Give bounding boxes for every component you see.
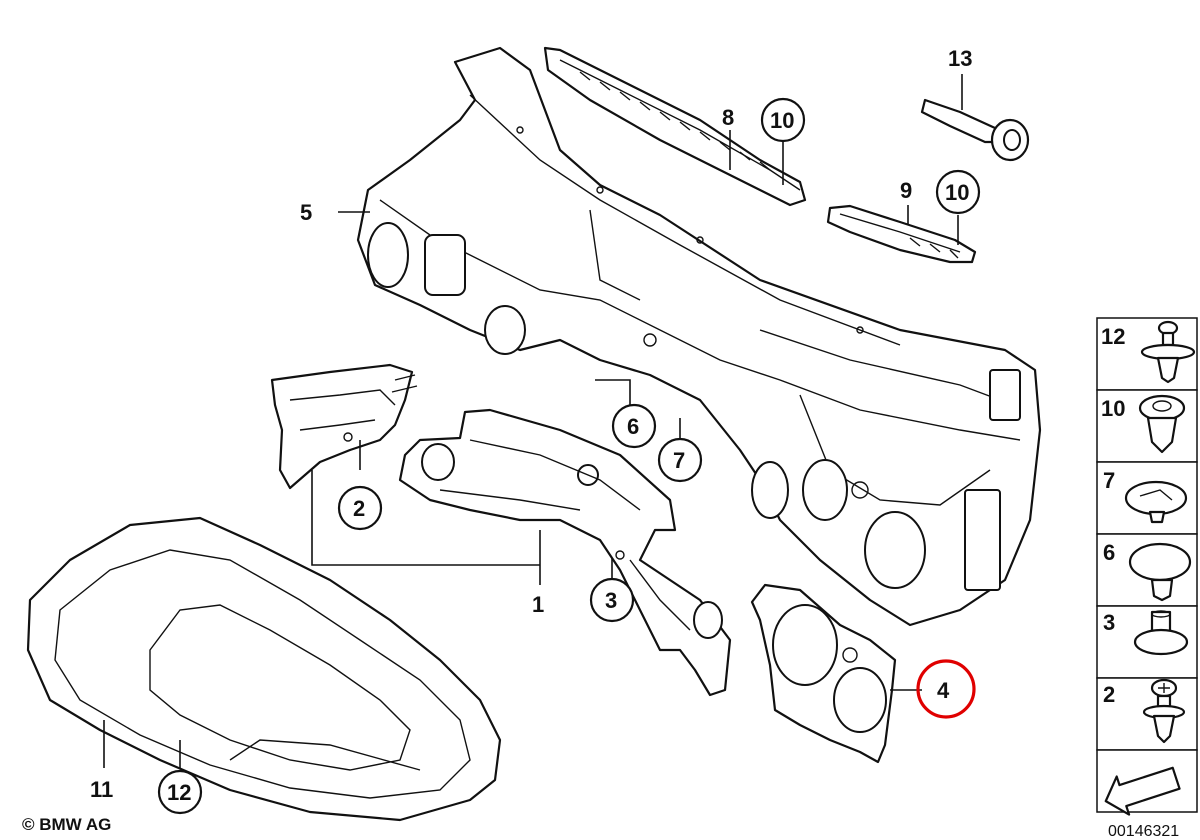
- legend-item-7: 7: [1103, 468, 1188, 524]
- callout-10b: 10: [935, 169, 981, 215]
- expansion-nut-icon: [1138, 394, 1186, 454]
- svg-text:2: 2: [1103, 682, 1115, 707]
- callout-4-highlighted: 4: [916, 659, 976, 719]
- callout-10a: 10: [760, 97, 806, 143]
- part-4-insulation[interactable]: [750, 583, 897, 764]
- flat-clip-icon: [1124, 480, 1188, 524]
- svg-text:9: 9: [900, 178, 912, 203]
- part-8-seal-strip[interactable]: [543, 46, 807, 207]
- legend-item-10: 10: [1101, 394, 1186, 454]
- svg-text:2: 2: [353, 496, 365, 521]
- legend-item-6: 6: [1103, 540, 1192, 602]
- callout-1: 1: [532, 592, 544, 617]
- part-5-bulkhead[interactable]: [356, 46, 1042, 627]
- part-1-insulation[interactable]: [398, 408, 732, 697]
- legend-item-2: 2: [1103, 678, 1186, 744]
- svg-text:13: 13: [948, 46, 972, 71]
- callout-9: 9: [900, 178, 912, 203]
- diagram-number: 00146321: [1108, 823, 1179, 840]
- callout-6: 6: [611, 403, 657, 449]
- svg-text:11: 11: [90, 777, 113, 802]
- svg-text:7: 7: [1103, 468, 1115, 493]
- svg-text:10: 10: [945, 180, 969, 205]
- callout-13: 13: [948, 46, 972, 71]
- callout-7: 7: [657, 437, 703, 483]
- callout-2: 2: [337, 485, 383, 531]
- svg-text:12: 12: [1101, 324, 1125, 349]
- legend-item-12: 12: [1101, 320, 1196, 384]
- callout-3: 3: [589, 577, 635, 623]
- direction-arrow-icon: [1104, 766, 1181, 816]
- push-rivet-icon: [1133, 610, 1189, 656]
- copyright-text: © BMW AG: [22, 815, 111, 834]
- screw-clip-icon: [1140, 320, 1196, 384]
- svg-text:6: 6: [1103, 540, 1115, 565]
- part-13-tape-roll[interactable]: [920, 98, 1030, 162]
- svg-text:10: 10: [770, 108, 794, 133]
- svg-text:3: 3: [1103, 610, 1115, 635]
- part-2-insulation[interactable]: [270, 363, 418, 490]
- screw-rivet-icon: [1142, 678, 1186, 744]
- part-9-seal-strip[interactable]: [826, 204, 977, 264]
- svg-text:8: 8: [722, 105, 734, 130]
- fastener-legend: 12 10 7: [1096, 317, 1198, 816]
- part-11-insulation-pad[interactable]: [26, 516, 502, 822]
- svg-text:1: 1: [532, 592, 544, 617]
- svg-text:5: 5: [300, 200, 312, 225]
- svg-text:7: 7: [673, 448, 685, 473]
- callout-12: 12: [157, 769, 203, 815]
- svg-text:3: 3: [605, 588, 617, 613]
- callout-11: 11: [90, 777, 113, 802]
- svg-text:6: 6: [627, 414, 639, 439]
- svg-text:12: 12: [167, 780, 191, 805]
- callout-8: 8: [722, 105, 734, 130]
- dome-clip-icon: [1128, 542, 1192, 602]
- svg-text:4: 4: [937, 678, 950, 703]
- legend-item-3: 3: [1103, 610, 1189, 656]
- callout-5: 5: [300, 200, 312, 225]
- svg-text:10: 10: [1101, 396, 1125, 421]
